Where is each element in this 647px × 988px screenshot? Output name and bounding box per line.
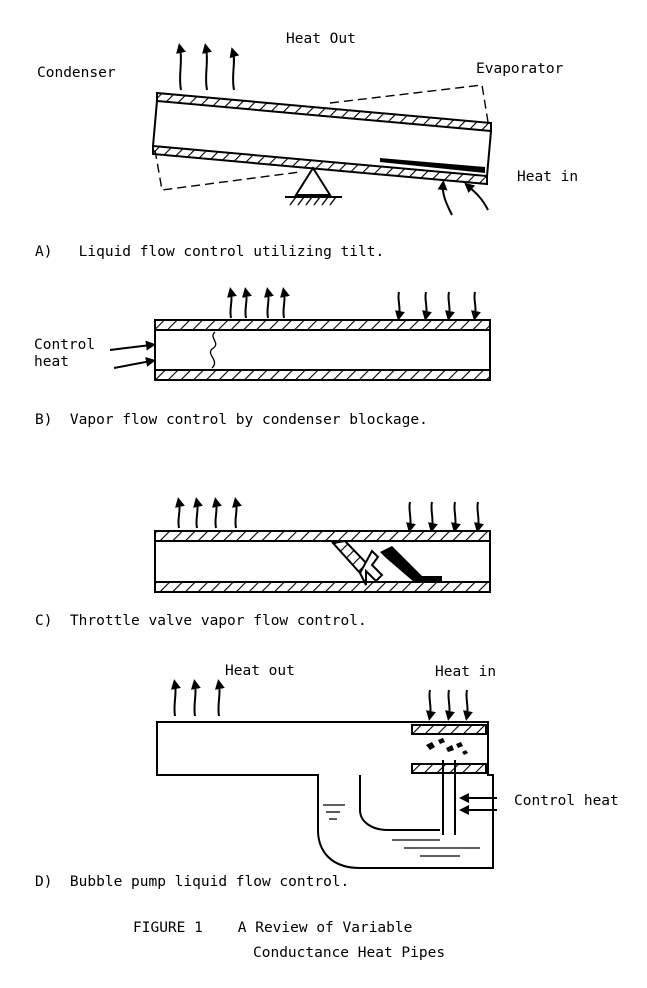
- heat-out-arrows-d: [170, 679, 225, 717]
- heat-in-label-d: Heat in: [435, 664, 496, 680]
- evaporator-label: Evaporator: [476, 61, 564, 77]
- heat-in-arrows-d: [426, 689, 473, 721]
- heat-out-arrows-b: [227, 287, 290, 319]
- figure-caption-line2: Conductance Heat Pipes: [253, 945, 445, 961]
- heat-in-arrows-c: [406, 501, 484, 533]
- heat-out-arrows-c: [175, 497, 242, 529]
- condenser-label: Condenser: [37, 65, 116, 81]
- heat-in-arrows-a: [437, 180, 489, 216]
- figure-caption-line1: FIGURE 1 A Review of Variable: [133, 920, 412, 936]
- caption-a: A) Liquid flow control utilizing tilt.: [35, 244, 384, 260]
- bubble-pump-body: [156, 721, 494, 869]
- panel-a-tilt: Heat Out Condenser Evaporator Heat in A)…: [35, 31, 578, 260]
- heat-in-label-a: Heat in: [517, 169, 578, 185]
- panel-b-blockage: Control heat B) Vapor flow control by co…: [34, 287, 491, 428]
- control-heat-label-d: Control heat: [514, 793, 619, 809]
- throttle-valve: [331, 539, 442, 586]
- heat-out-label-a: Heat Out: [286, 31, 356, 47]
- heat-out-label-d: Heat out: [225, 663, 295, 679]
- panel-d-bubble-pump: Heat out Heat in Control heat D) Bubble …: [35, 663, 619, 890]
- caption-d: D) Bubble pump liquid flow control.: [35, 874, 349, 890]
- straight-pipe-c: [154, 530, 491, 593]
- caption-c: C) Throttle valve vapor flow control.: [35, 613, 367, 629]
- straight-pipe-b: [154, 319, 491, 381]
- figure-caption: FIGURE 1 A Review of Variable Conductanc…: [133, 920, 445, 961]
- control-heat-label-b-line1: Control: [34, 337, 95, 353]
- pivot-support: [285, 166, 342, 206]
- dashed-reference-a: [154, 84, 489, 191]
- control-heat-label-b-line2: heat: [34, 354, 69, 370]
- heat-out-arrows-a: [176, 43, 240, 91]
- heat-in-arrows-b: [395, 291, 481, 321]
- control-heat-arrows-b: [109, 340, 156, 369]
- tilted-pipe-a: [152, 91, 492, 186]
- control-heat-arrows-d: [459, 793, 497, 815]
- caption-b: B) Vapor flow control by condenser block…: [35, 412, 428, 428]
- panel-c-throttle: C) Throttle valve vapor flow control.: [35, 497, 491, 629]
